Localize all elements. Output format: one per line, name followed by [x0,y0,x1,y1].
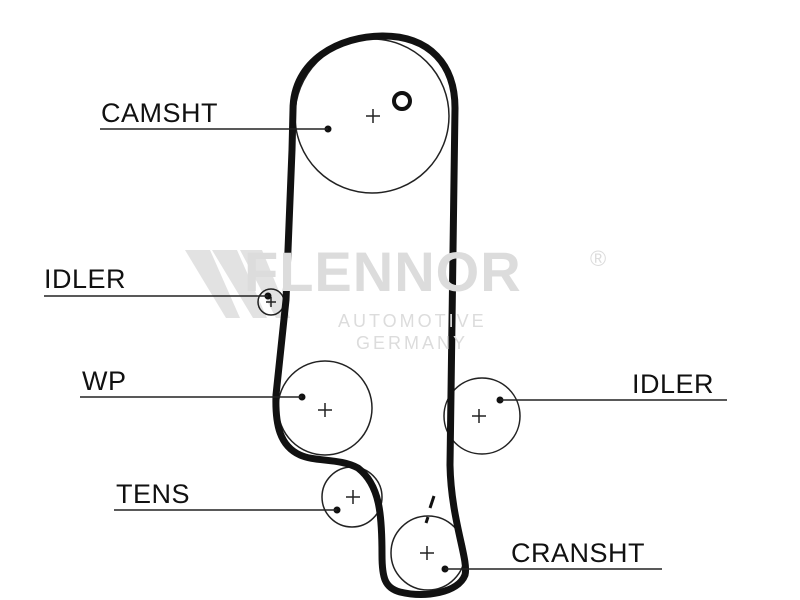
camshaft-label: CAMSHT [101,98,218,128]
watermark-logo-mark [185,250,290,318]
timing-belt [272,32,470,598]
water-pump-label: WP [82,366,127,396]
crankshaft-timing-mark [428,495,436,509]
crankshaft-center-mark [420,546,434,560]
idler-left-center-mark [266,297,276,307]
camshaft-timing-mark [392,91,412,111]
idler-right-label: IDLER [632,369,715,399]
idler-right-center-mark [472,409,486,423]
watermark-brand: FLENNOR [244,240,522,303]
watermark-registered: ® [590,246,607,271]
camshaft-center-mark [366,109,380,123]
tensioner-label: TENS [116,479,191,509]
idler-right-pulley [443,377,521,455]
idler-left-label: IDLER [44,264,127,294]
crankshaft-timing-dash [424,516,430,524]
watermark-line1: AUTOMOTIVE [338,311,487,331]
tensioner-center-mark [346,490,360,504]
crankshaft-label: CRANSHT [511,538,646,568]
water-pump-center-mark [318,403,332,417]
watermark-line2: GERMANY [356,333,469,353]
